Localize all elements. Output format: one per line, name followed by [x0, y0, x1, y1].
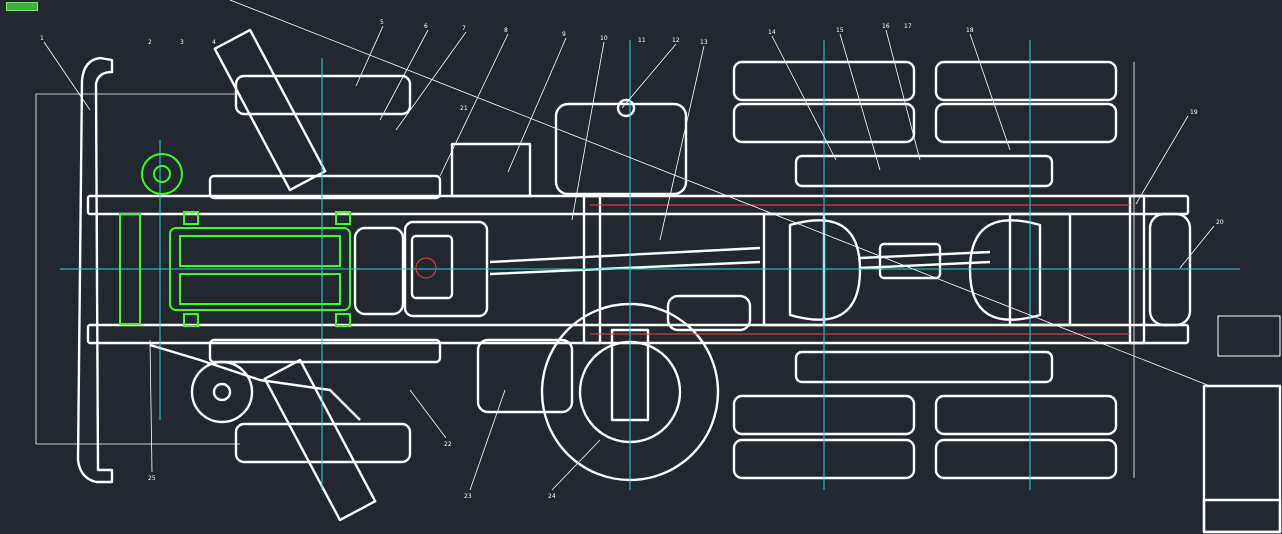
fuel-cap: [616, 98, 636, 118]
propeller-shaft: [489, 246, 761, 276]
callout-label: 4: [212, 39, 216, 46]
fuel-tank: [554, 102, 688, 196]
callout-label: 24: [548, 493, 556, 500]
steering-wheel: [190, 360, 254, 424]
engine-mount-top-left: [183, 211, 199, 225]
spec-notes-box: [1217, 315, 1281, 357]
rear-wheel-2-upper-outer: [934, 60, 1118, 102]
callout-label: 11: [638, 37, 646, 44]
callout-label: 25: [148, 475, 156, 482]
clutch-housing: [353, 226, 405, 316]
title-block-lower: [1202, 498, 1282, 534]
inter-axle-shaft: [878, 242, 942, 280]
callout-label: 6: [424, 23, 428, 30]
callout-label: 21: [460, 105, 468, 112]
engine-mount-bottom-left: [183, 313, 199, 327]
front-bumper: [76, 56, 114, 484]
callout-label: 23: [464, 493, 472, 500]
frame-rail-top: [86, 194, 1190, 216]
engine-fan-hub: [153, 165, 171, 183]
front-wheel-right: [234, 422, 412, 464]
wheel-turned-left: [213, 28, 327, 192]
callout-label: 22: [444, 441, 452, 448]
callout-label: 20: [1216, 219, 1224, 226]
differential-2: [968, 219, 1042, 321]
gearbox-cover: [410, 234, 454, 300]
radiator: [450, 142, 532, 198]
engine-mount-bottom-right: [335, 313, 351, 327]
rear-spring-upper: [794, 154, 1054, 188]
callout-label: 5: [380, 19, 384, 26]
front-axle-housing: [208, 174, 442, 200]
engine-cylinder-head: [179, 235, 341, 267]
callout-label: 9: [562, 31, 566, 38]
differential-1: [788, 219, 862, 321]
callout-label: 12: [672, 37, 680, 44]
callout-label: 15: [836, 27, 844, 34]
wheel-turned-right: [263, 358, 377, 522]
front-wheel-left: [234, 74, 412, 116]
steering-linkage: [149, 343, 361, 421]
callout-label: 18: [966, 27, 974, 34]
callout-label: 16: [882, 23, 890, 30]
callout-label: 13: [700, 39, 708, 46]
front-axle-housing-lower: [208, 338, 442, 364]
rear-wheel-2-lower-outer: [934, 438, 1118, 480]
frame-reference-lines: [415, 204, 1130, 335]
layout-tab[interactable]: [6, 2, 38, 11]
engine-oil-pan: [179, 273, 341, 305]
dimension-lines: [35, 0, 1215, 491]
callout-label: 7: [462, 25, 466, 32]
callout-label: 1: [40, 35, 44, 42]
callout-label: 19: [1190, 109, 1198, 116]
steering-hub: [212, 382, 232, 402]
callout-label: 2: [148, 39, 152, 46]
callout-labels: 1 2 3 4 5 6 7 8 9 10 11 12 13 14 15 16 1…: [40, 19, 1224, 500]
centerlines: [60, 40, 1240, 490]
callout-label: 8: [504, 27, 508, 34]
rear-spring-lower: [794, 350, 1054, 384]
title-block: [1202, 384, 1282, 534]
callout-label: 14: [768, 29, 776, 36]
callout-label: 3: [180, 39, 184, 46]
battery-box: [476, 338, 574, 414]
engine-fan: [141, 153, 183, 195]
rear-wheel-2-lower-inner: [934, 394, 1118, 436]
engine-block-group: [119, 153, 351, 327]
rear-wheel-2-upper-inner: [934, 102, 1118, 144]
callout-label: 17: [904, 23, 912, 30]
engine-mount-top-right: [335, 211, 351, 225]
callout-label: 10: [600, 35, 608, 42]
